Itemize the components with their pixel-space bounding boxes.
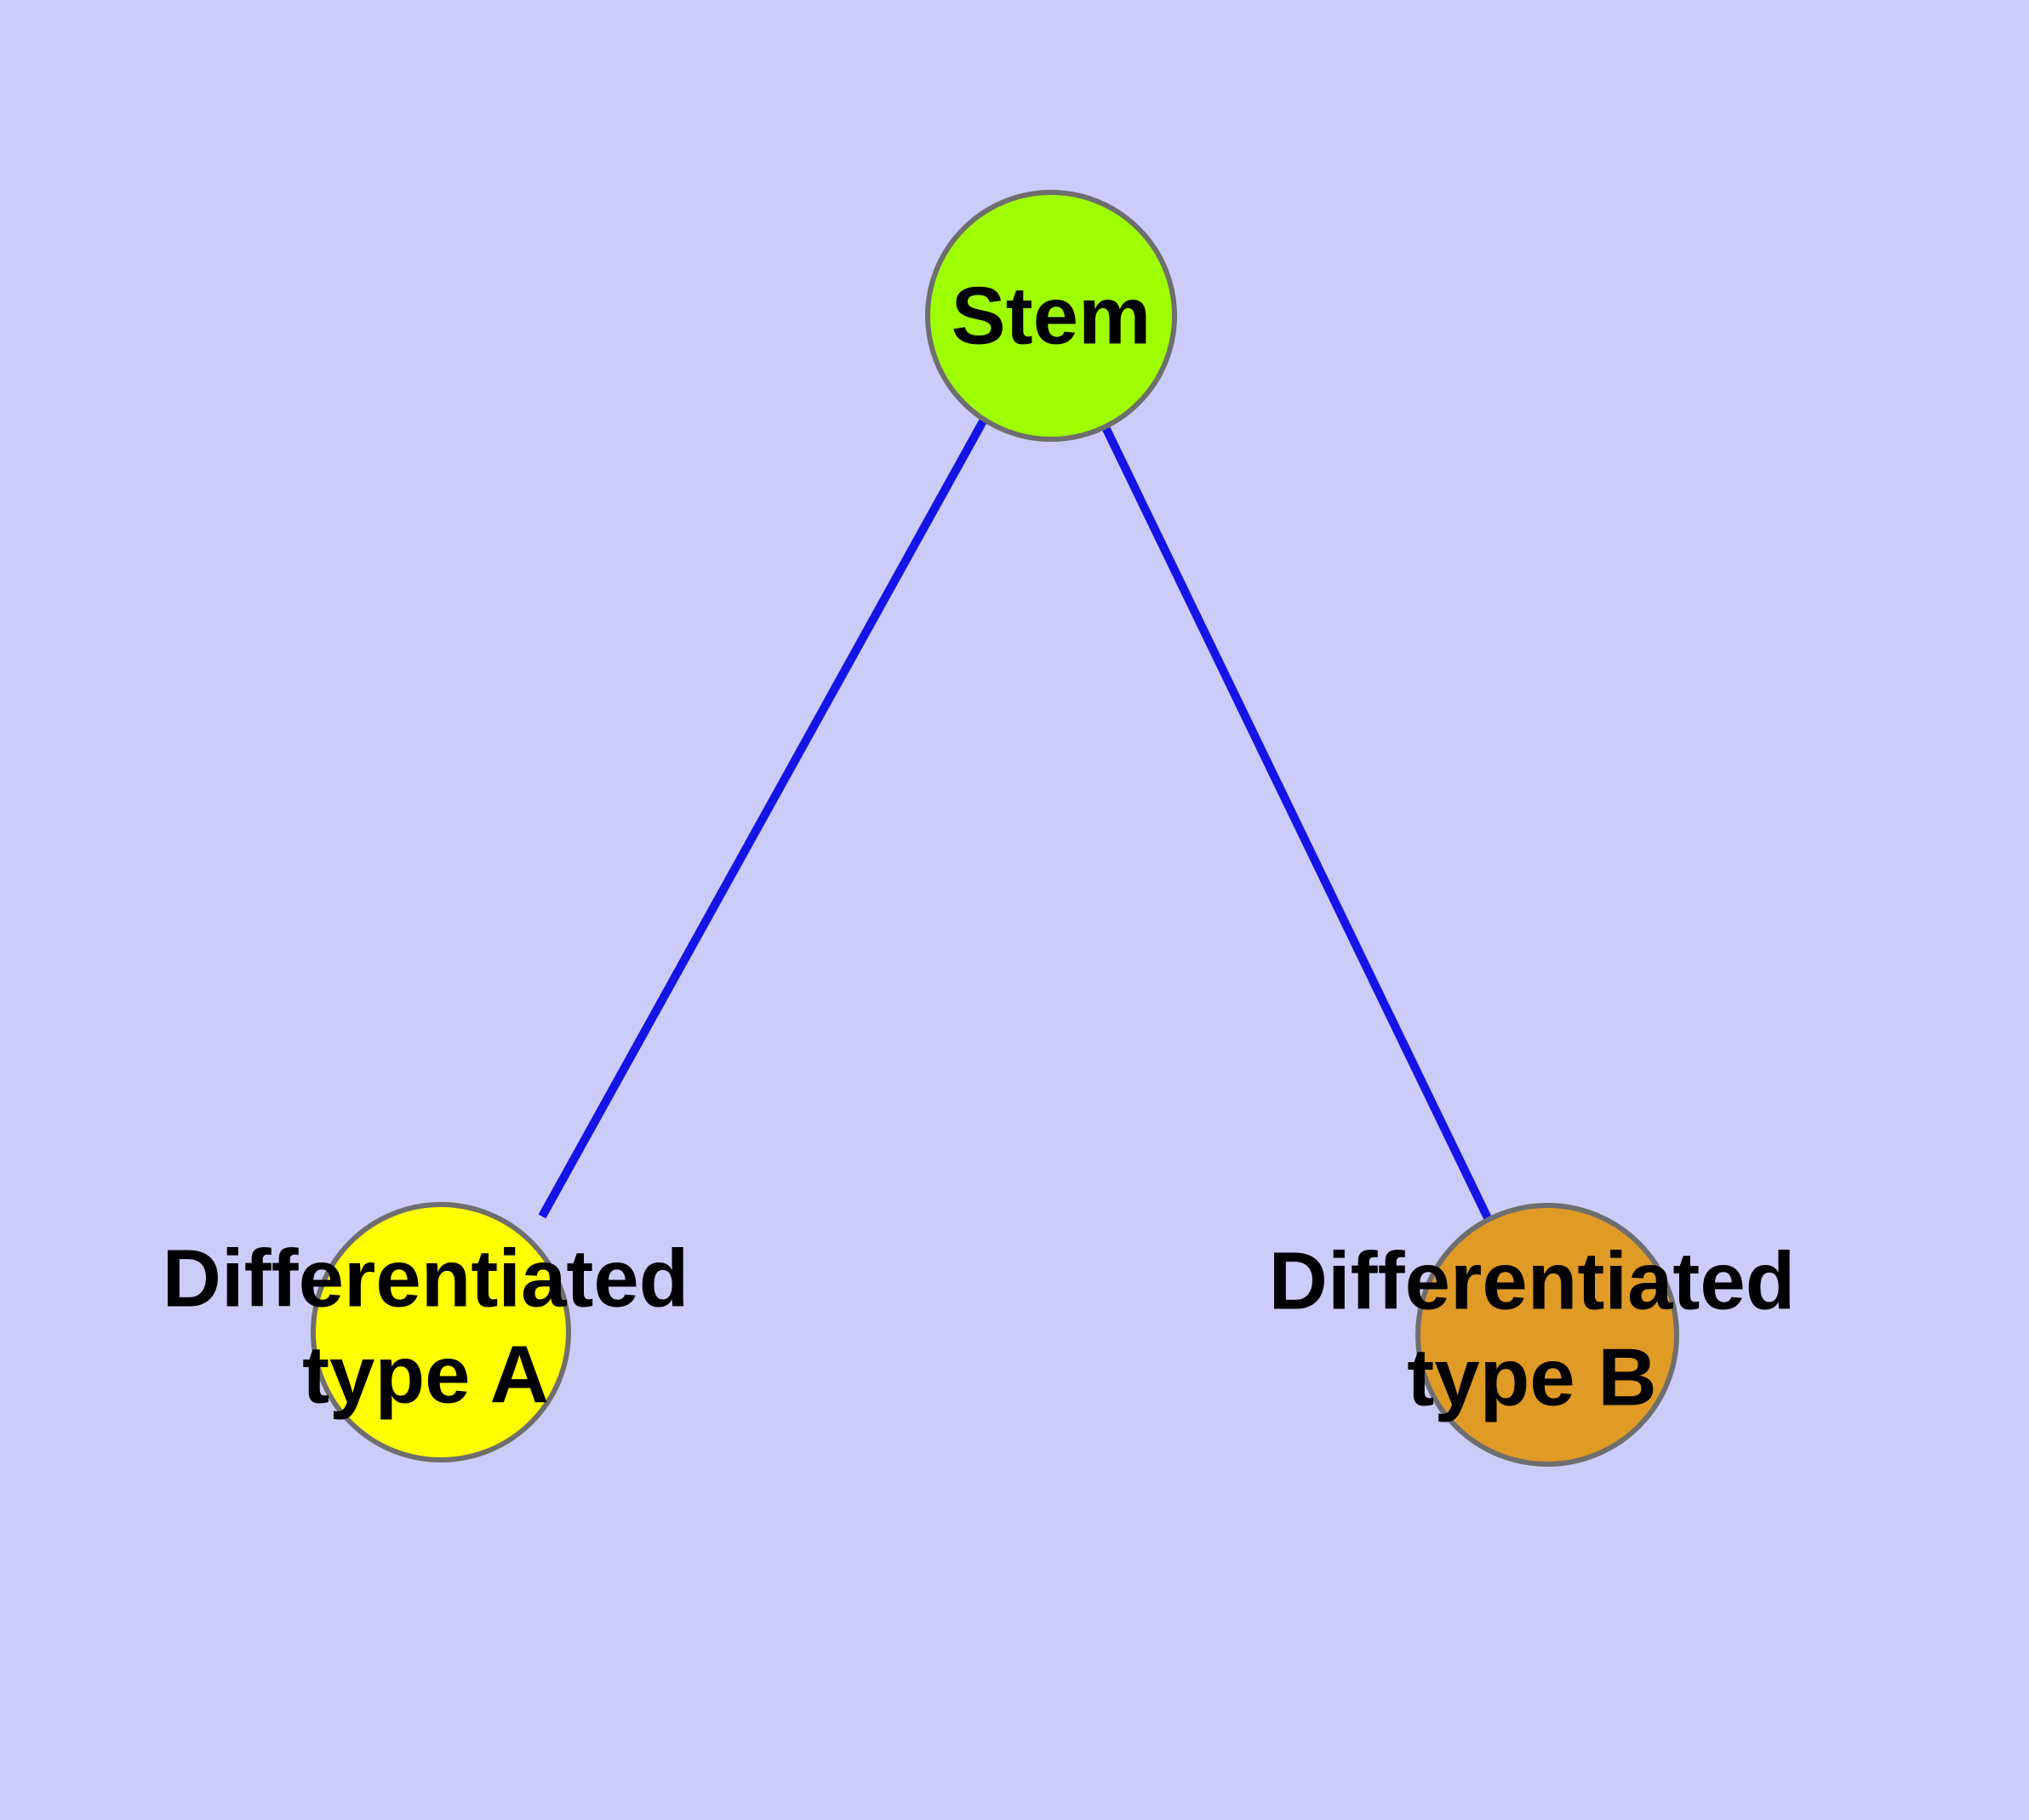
node-label-layer: Stem Differentiated type A Differentiate… [163, 270, 1796, 1422]
node-stem-label: Stem [952, 270, 1152, 361]
edge-stem-to-differentiated-type-b[interactable] [1101, 425, 1495, 1226]
node-differentiated-type-a-label-line-1: Differentiated [163, 1233, 689, 1324]
node-differentiated-type-b-label-line-1: Differentiated [1269, 1235, 1796, 1326]
node-differentiated-type-b-label-line-2: type B [1407, 1331, 1656, 1422]
node-stem-circle[interactable] [925, 190, 1177, 442]
node-differentiated-type-a-label-line-2: type A [302, 1329, 549, 1420]
edge-layer [538, 417, 1495, 1226]
edge-stem-to-differentiated-type-a[interactable] [538, 417, 988, 1219]
node-circle-layer [311, 190, 1679, 1467]
node-differentiated-type-a-circle[interactable] [311, 1202, 571, 1462]
node-differentiated-type-b-circle[interactable] [1415, 1203, 1679, 1467]
